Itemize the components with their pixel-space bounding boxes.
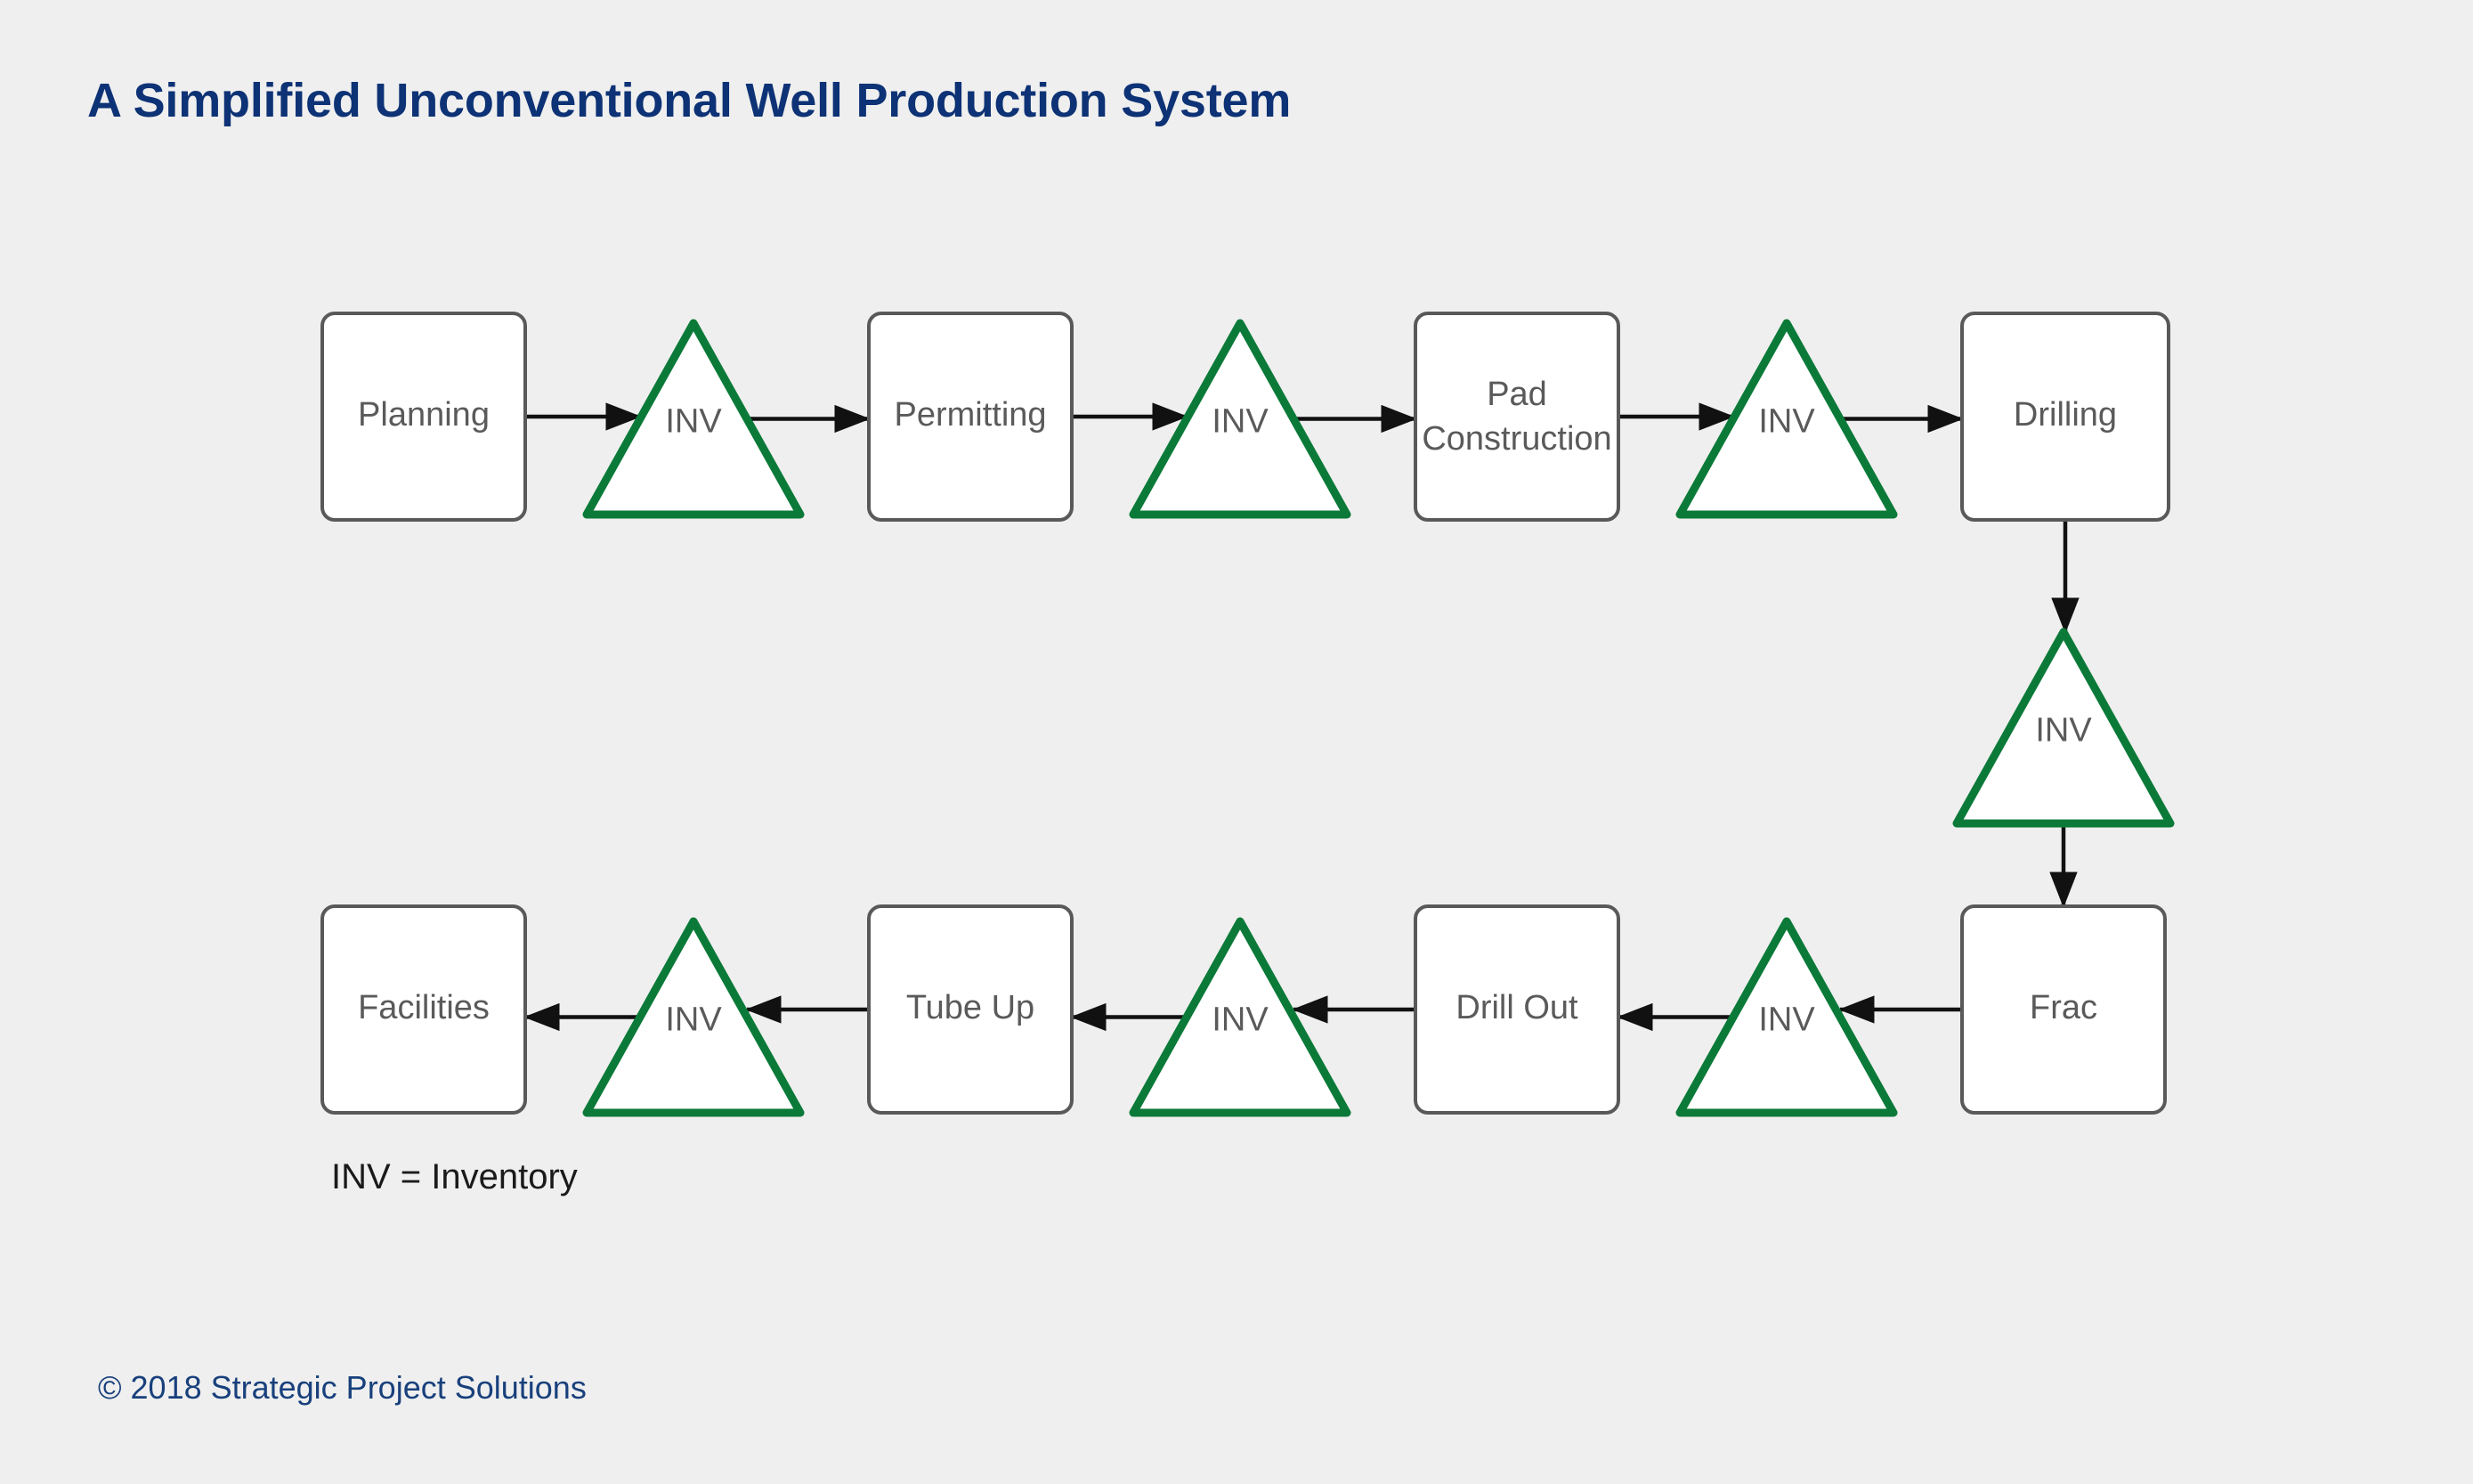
node-shape (867, 904, 1074, 1115)
process-node-permitting[interactable]: Permitting (867, 312, 1074, 522)
node-label: Permitting (894, 396, 1046, 434)
inventory-node-inv-6[interactable]: INV (1129, 917, 1351, 1117)
process-node-planning[interactable]: Planning (320, 312, 527, 522)
inventory-triangle (1129, 917, 1351, 1117)
node-label: Planning (358, 396, 490, 434)
node-shape (1414, 904, 1620, 1115)
inventory-triangle (1952, 628, 2175, 828)
process-node-drilling[interactable]: Drilling (1960, 312, 2170, 522)
node-shape (320, 312, 527, 522)
node-label: Drilling (2014, 396, 2117, 434)
node-label: Drill Out (1455, 989, 1578, 1026)
copyright-footer: © 2018 Strategic Project Solutions (98, 1369, 587, 1406)
inventory-node-inv-3[interactable]: INV (1675, 319, 1898, 519)
inventory-label: INV (1758, 403, 1815, 441)
node-label: Tube Up (906, 989, 1034, 1026)
inventory-triangle (1129, 319, 1351, 519)
inventory-label: INV (1758, 1001, 1815, 1039)
node-shape (1960, 904, 2167, 1115)
node-label: Frac (2030, 989, 2097, 1026)
process-node-frac[interactable]: Frac (1960, 904, 2167, 1115)
node-shape (867, 312, 1074, 522)
inventory-node-inv-7[interactable]: INV (582, 917, 805, 1117)
inventory-node-inv-1[interactable]: INV (582, 319, 805, 519)
inventory-triangle (582, 319, 805, 519)
inventory-node-inv-2[interactable]: INV (1129, 319, 1351, 519)
inventory-triangle (1675, 917, 1898, 1117)
process-node-drill-out[interactable]: Drill Out (1414, 904, 1620, 1115)
legend-inventory-key: INV = Inventory (331, 1157, 578, 1196)
inventory-label: INV (665, 1001, 722, 1039)
inventory-label: INV (665, 403, 722, 441)
page-title: A Simplified Unconventional Well Product… (87, 74, 1292, 127)
inventory-node-inv-5[interactable]: INV (1675, 917, 1898, 1117)
node-shape (1414, 312, 1620, 522)
inventory-label: INV (1212, 403, 1269, 441)
inventory-triangle (1675, 319, 1898, 519)
inventory-label: INV (1212, 1001, 1269, 1039)
node-shape (320, 904, 527, 1115)
node-shape (1960, 312, 2170, 522)
edges-layer (523, 402, 2080, 1032)
process-node-facilities[interactable]: Facilities (320, 904, 527, 1115)
process-node-tube-up[interactable]: Tube Up (867, 904, 1074, 1115)
inventory-triangle (582, 917, 805, 1117)
inventory-label: INV (2035, 712, 2092, 750)
inventory-node-inv-4[interactable]: INV (1952, 628, 2175, 828)
node-label: Facilities (358, 989, 490, 1026)
